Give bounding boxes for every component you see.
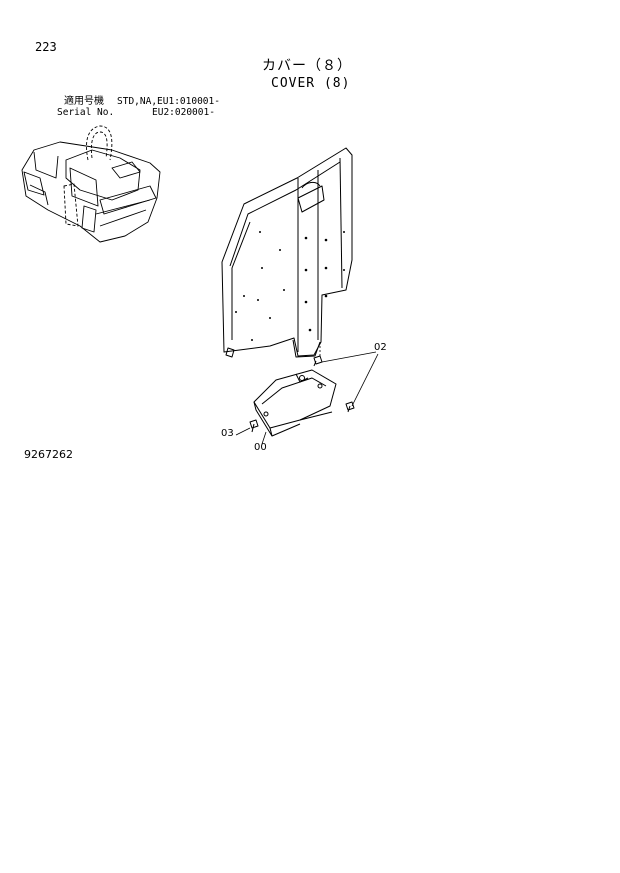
panel-assembly bbox=[221, 147, 353, 358]
callout-03: 03 bbox=[221, 428, 234, 439]
serial-eu2-range: EU2:020001- bbox=[152, 107, 215, 118]
serial-label-japanese: 適用号機 bbox=[64, 96, 104, 107]
bolt-02a bbox=[313, 355, 323, 367]
cover-plate bbox=[253, 369, 337, 437]
callout-02: 02 bbox=[374, 342, 387, 353]
callout-00: 00 bbox=[254, 442, 267, 453]
panel-holes bbox=[235, 231, 345, 341]
serial-label-english: Serial No. bbox=[57, 107, 115, 118]
title-english: COVER (8) bbox=[271, 76, 351, 91]
bolt-03 bbox=[249, 419, 259, 433]
bolt-02b bbox=[345, 401, 355, 413]
drawing-number: 9267262 bbox=[24, 448, 73, 461]
page-number: 223 bbox=[35, 40, 57, 54]
serial-std-range: STD,NA,EU1:010001- bbox=[117, 96, 220, 107]
title-japanese: カバー（８） bbox=[262, 58, 352, 74]
machine-thumbnail bbox=[21, 125, 161, 243]
leader-lines bbox=[235, 342, 379, 445]
